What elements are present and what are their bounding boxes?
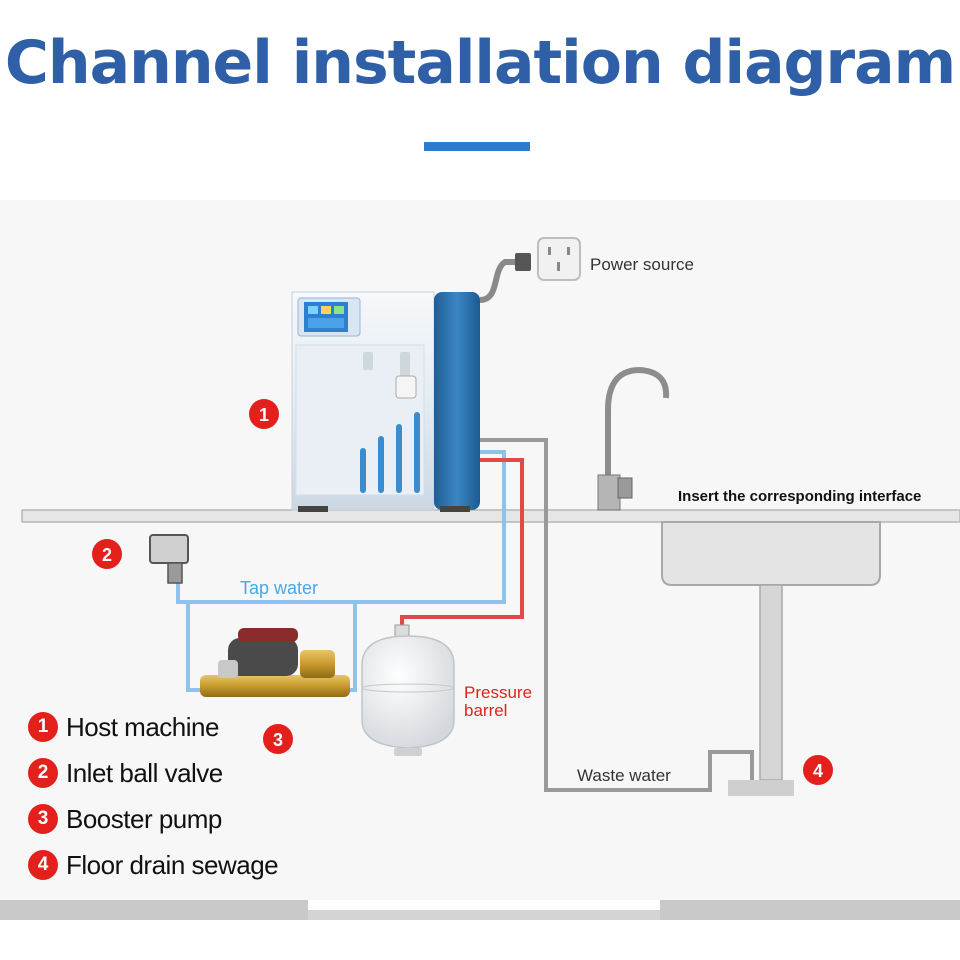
- legend-item: 4 Floor drain sewage: [28, 842, 279, 888]
- legend-item: 2 Inlet ball valve: [28, 750, 278, 796]
- marker-1: 1: [249, 399, 279, 429]
- power-source-label: Power source: [590, 255, 694, 274]
- marker-3: 3: [263, 724, 293, 754]
- svg-text:3: 3: [273, 730, 283, 750]
- page-title: Channel installation diagram: [4, 28, 956, 98]
- legend-text: Host machine: [66, 711, 219, 742]
- marker-2: 2: [92, 539, 122, 569]
- legend-number-badge: 2: [28, 758, 58, 788]
- power-socket-icon: [515, 237, 581, 281]
- pressure-barrel-label: Pressure barrel: [464, 684, 532, 720]
- power-cord: [479, 259, 518, 303]
- svg-text:4: 4: [813, 761, 823, 781]
- inlet-ball-valve: [149, 534, 189, 584]
- pressure-pipe: [400, 458, 524, 632]
- legend-text: Booster pump: [66, 803, 222, 834]
- legend-number-badge: 3: [28, 804, 58, 834]
- insert-interface-label: Insert the corresponding interface: [678, 488, 922, 505]
- faucet: [597, 366, 670, 511]
- waste-water-pipe: [478, 438, 754, 792]
- tap-water-label: Tap water: [240, 578, 319, 598]
- pressure-barrel: [361, 624, 455, 756]
- svg-text:2: 2: [102, 545, 112, 565]
- legend-text: Floor drain sewage: [66, 849, 279, 880]
- legend-number-badge: 4: [28, 850, 58, 880]
- legend-number-badge: 1: [28, 712, 58, 742]
- sink: [661, 521, 881, 796]
- legend: 1 Host machine 2 Inlet ball valve 3 Boos…: [28, 704, 279, 888]
- svg-text:1: 1: [259, 405, 269, 425]
- marker-4: 4: [803, 755, 833, 785]
- title-underline: [424, 142, 530, 151]
- legend-text: Inlet ball valve: [66, 757, 223, 788]
- host-machine: [291, 291, 480, 512]
- countertop: [21, 509, 960, 523]
- pressure-barrel-label-line1: Pressure: [464, 683, 533, 702]
- booster-pump: [200, 628, 350, 697]
- waste-water-label: Waste water: [577, 766, 671, 785]
- legend-item: 3 Booster pump: [28, 796, 278, 842]
- pressure-barrel-label-line2: barrel: [464, 701, 508, 720]
- floor: [0, 900, 960, 920]
- legend-item: 1 Host machine: [28, 704, 278, 750]
